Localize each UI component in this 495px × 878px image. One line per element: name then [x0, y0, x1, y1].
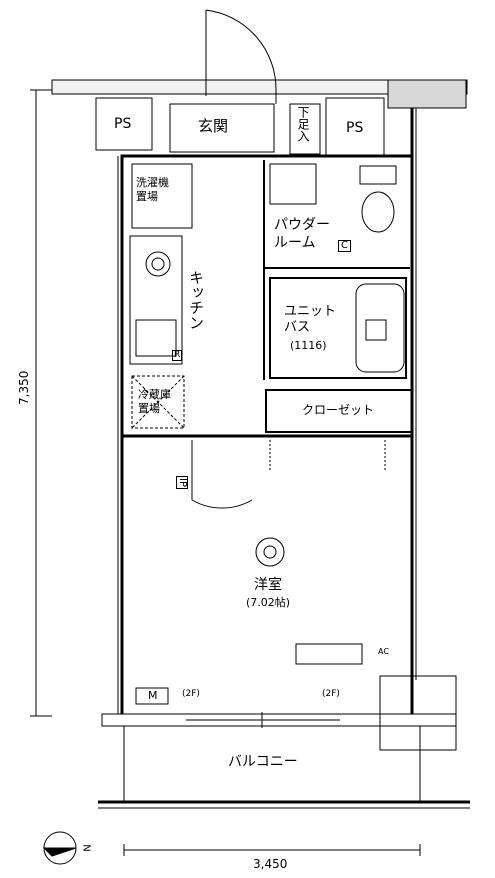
- kitchen-counter: [129, 235, 183, 365]
- ac-label: AC: [378, 647, 389, 656]
- ps-right-label: PS: [346, 120, 364, 136]
- closet-box: [265, 389, 413, 433]
- ip-label: IP: [176, 476, 188, 489]
- shoe-box: [289, 103, 321, 155]
- floor-mark-right: (2F): [322, 689, 340, 699]
- right-shaft-block: [387, 79, 467, 109]
- unit-bath-size: (1116): [290, 339, 327, 352]
- entrance-door-swing: [205, 9, 277, 96]
- floor-mark-left: (2F): [182, 689, 200, 699]
- entrance-label: 玄関: [198, 117, 229, 135]
- width-dimension: 3,450: [253, 857, 288, 871]
- height-dimension: 7,350: [17, 370, 31, 405]
- ps-left-box: [95, 97, 153, 151]
- ac-unit: [295, 643, 363, 665]
- unit-bath-box: [269, 277, 407, 379]
- fridge-box: [131, 375, 185, 429]
- top-wall: [51, 79, 468, 95]
- c-label: C: [338, 240, 351, 252]
- meter-box: [135, 687, 169, 705]
- washer-label: 洗濯機置場: [136, 176, 169, 203]
- western-room-size: (7.02帖): [246, 596, 291, 609]
- balcony-label: バルコニー: [228, 754, 298, 770]
- unit-bath-label: ユニットバス: [284, 304, 337, 335]
- fridge-label: 冷蔵庫置場: [138, 388, 171, 415]
- closet-label: クローゼット: [302, 403, 375, 417]
- kitchen-label: キッチン: [187, 270, 205, 330]
- western-room-label: 洋室: [254, 577, 282, 593]
- ps-left-label: PS: [114, 116, 132, 132]
- shoe-box-label: 下足入: [296, 106, 310, 142]
- powder-room-label: パウダールーム: [274, 217, 330, 252]
- meter-label: M: [148, 689, 158, 702]
- north-label: N: [80, 844, 92, 852]
- entrance-box: [169, 103, 275, 153]
- washer-box: [131, 163, 193, 229]
- r-label: R: [172, 350, 183, 361]
